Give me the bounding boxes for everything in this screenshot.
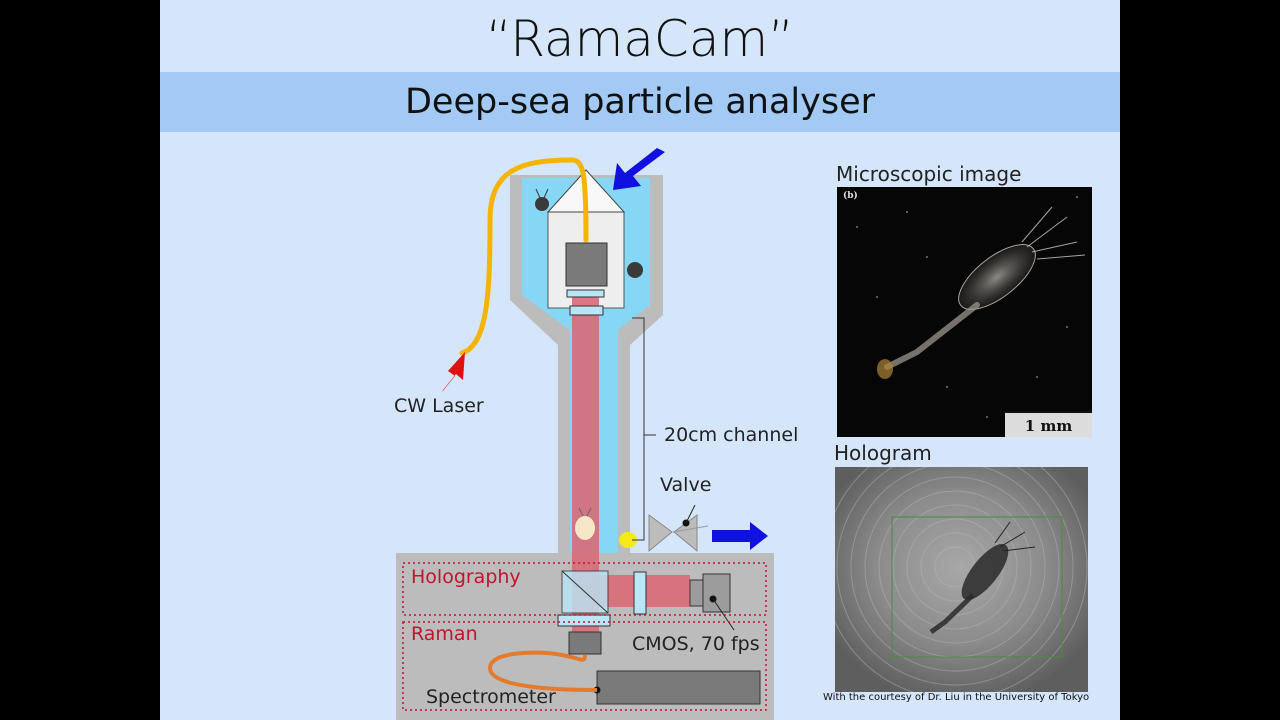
raman-detector	[568, 631, 602, 655]
holography-section-box	[402, 562, 767, 616]
copepod-body	[958, 244, 1036, 310]
hologram-copepod-tail	[929, 593, 975, 635]
channel-label: 20cm channel	[664, 424, 799, 446]
copepod-tail-tip	[877, 359, 893, 379]
hologram-photo	[835, 467, 1088, 692]
lens-upper	[566, 289, 605, 298]
cw-laser-label: CW Laser	[394, 395, 484, 417]
cell-antenna	[578, 507, 584, 517]
copepod-photo	[856, 196, 1086, 418]
panel-letter: (b)	[843, 191, 858, 201]
camera-block	[565, 242, 608, 287]
yellow-particle	[619, 532, 637, 548]
plankton-antenna	[535, 188, 541, 199]
channel-bracket	[632, 317, 656, 541]
raman-label: Raman	[411, 623, 478, 645]
laser-fiber	[459, 157, 589, 356]
spectrometer-label: Spectrometer	[426, 686, 556, 708]
valve-body	[648, 514, 698, 553]
hologram-background	[835, 467, 1088, 692]
slide: “RamaCam” Deep-sea particle analyser	[160, 0, 1120, 720]
beam-splitter-diagonal	[561, 570, 609, 614]
outflow-arrow	[712, 522, 768, 550]
lens-lower	[569, 305, 604, 316]
cell-particle	[575, 516, 595, 540]
spectrometer-box	[596, 670, 761, 705]
slide-subtitle: Deep-sea particle analyser	[404, 82, 875, 122]
raman-section-box	[402, 621, 767, 711]
subtitle-band	[160, 72, 1120, 132]
inflow-arrow	[613, 148, 665, 190]
plankton-antenna	[543, 188, 549, 199]
slide-title: “RamaCam”	[485, 10, 795, 68]
cmos-sensor-front	[689, 579, 705, 607]
roi-box	[891, 516, 1063, 658]
ramacam-diagram	[396, 148, 774, 720]
cell-antenna	[586, 507, 592, 517]
specks	[856, 196, 1078, 418]
valve-label: Valve	[660, 474, 712, 496]
plankton-particle	[535, 197, 549, 211]
copepod-antennae	[1021, 206, 1086, 260]
valve-stem	[672, 525, 709, 533]
valve-pointer-line	[685, 504, 696, 524]
microscopic-image: (b) 1 mm	[837, 187, 1092, 437]
microscopic-image-title: Microscopic image	[836, 162, 1022, 186]
cmos-label: CMOS, 70 fps	[632, 633, 760, 655]
hologram-copepod-body	[961, 544, 1009, 600]
dark-particle	[627, 262, 643, 278]
hologram-copepod-antennae	[994, 521, 1036, 552]
laser-arrow	[442, 352, 465, 392]
courtesy-note: With the courtesy of Dr. Liu in the Univ…	[823, 692, 1090, 703]
holography-label: Holography	[411, 566, 521, 588]
splitter-lens	[557, 614, 611, 627]
scale-bar: 1 mm	[1005, 411, 1092, 437]
hologram-lens	[633, 571, 647, 615]
cmos-pointer-line	[712, 598, 735, 631]
hologram-image	[835, 467, 1088, 692]
spectrometer-fiber	[487, 650, 598, 692]
copepod-tail	[884, 302, 980, 370]
cmos-camera	[702, 573, 731, 613]
hologram-title: Hologram	[834, 441, 932, 465]
